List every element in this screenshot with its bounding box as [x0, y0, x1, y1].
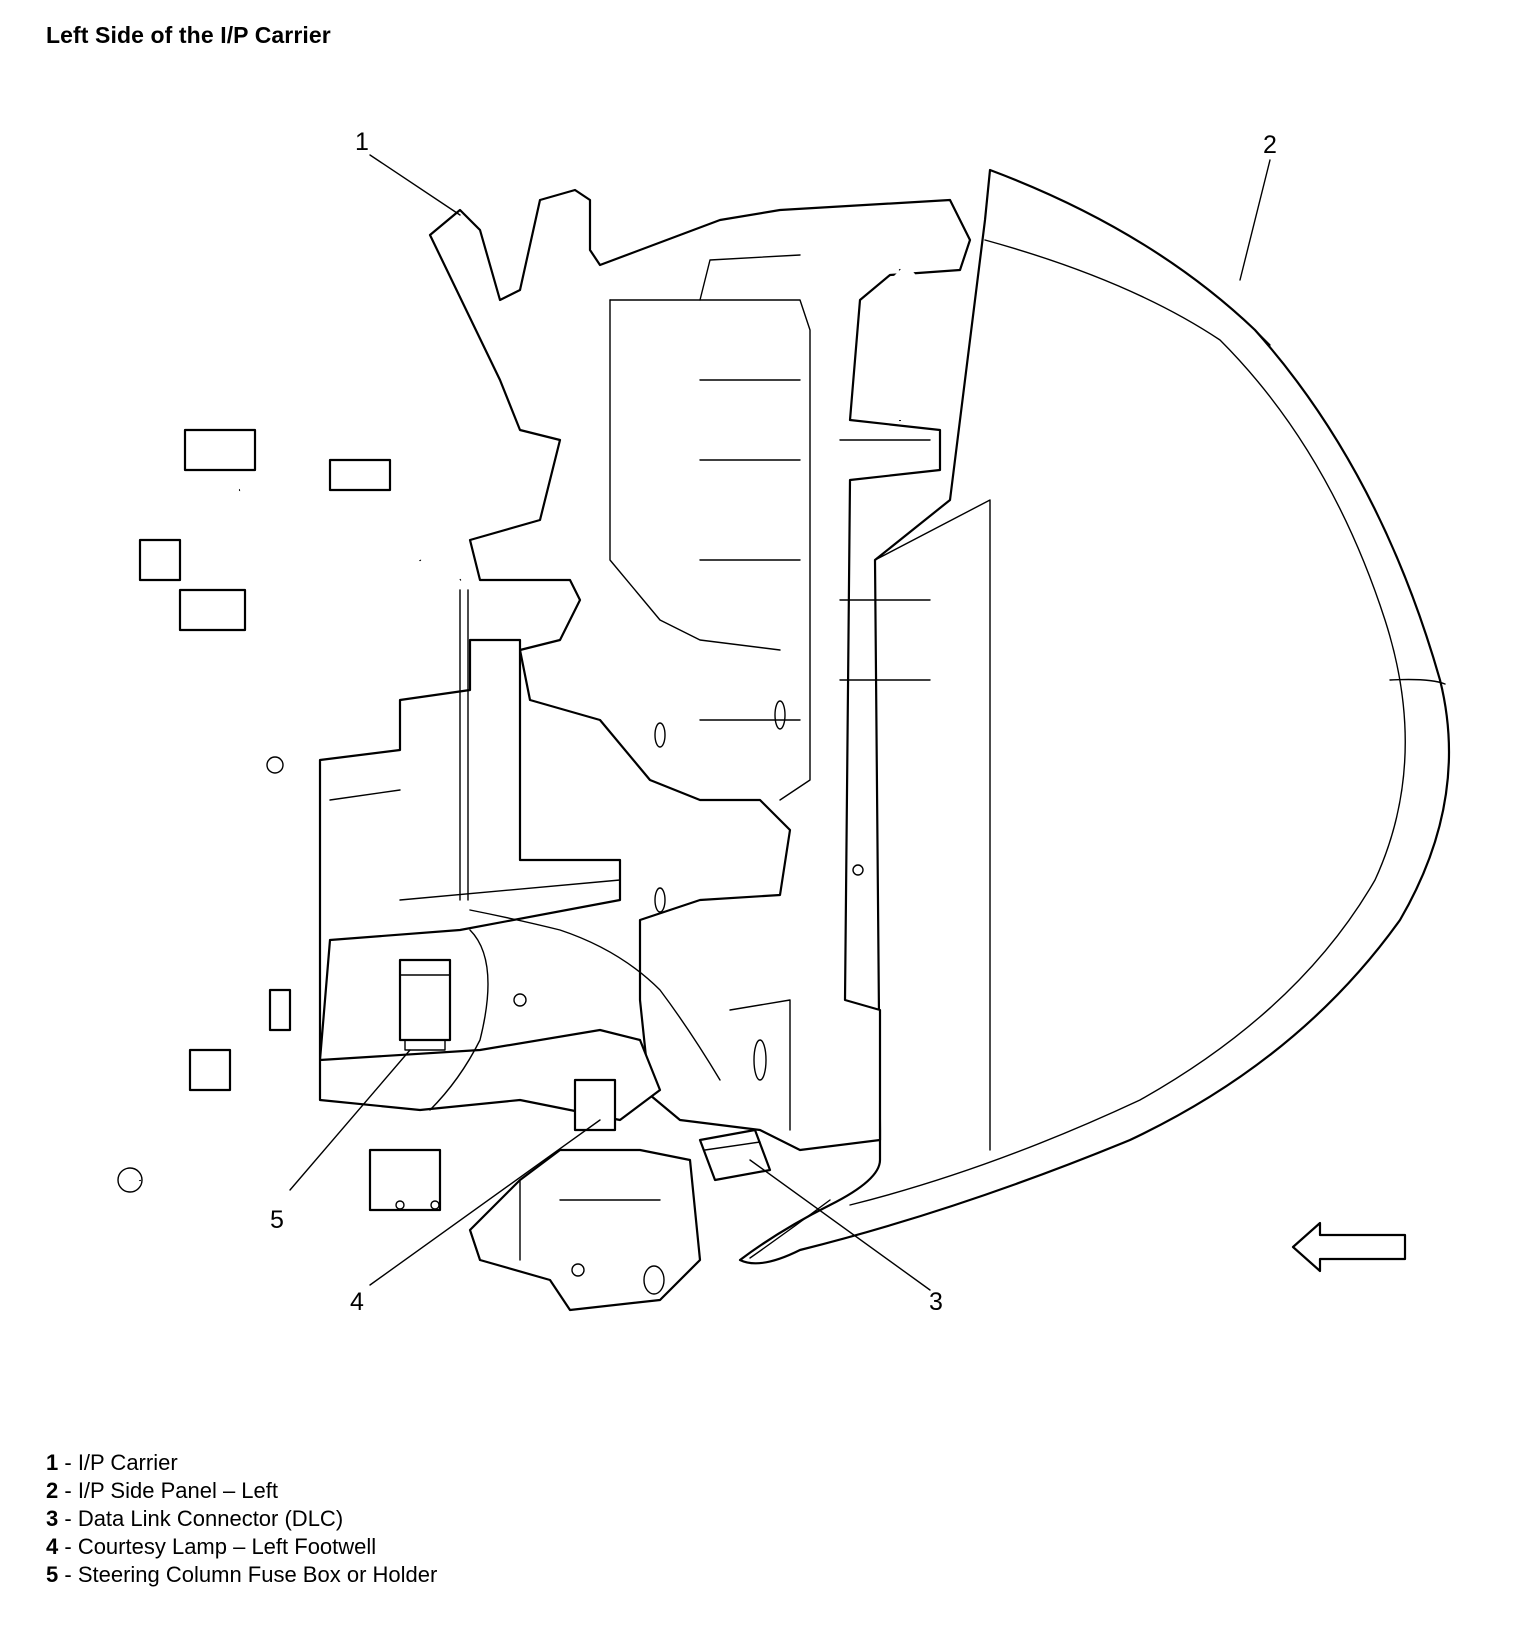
legend-separator: -: [58, 1534, 78, 1559]
legend-text: I/P Carrier: [77, 1450, 178, 1475]
callout-3: 3: [929, 1288, 943, 1316]
callout-5: 5: [270, 1206, 284, 1234]
legend-number: 2: [46, 1478, 59, 1503]
legend-separator: -: [58, 1506, 78, 1531]
legend-number: 4: [46, 1534, 59, 1559]
legend-text: I/P Side Panel – Left: [77, 1478, 278, 1503]
left-arrow-icon: [1291, 1221, 1407, 1273]
fuse-box-holder: [398, 958, 452, 1051]
legend-separator: -: [58, 1562, 78, 1587]
legend-number: 3: [46, 1506, 59, 1531]
courtesy-lamp-bracket: [368, 1078, 702, 1312]
legend-separator: -: [58, 1478, 78, 1503]
ip-carrier: [428, 188, 972, 1152]
legend-item: 1 - I/P Carrier: [46, 1449, 437, 1477]
leader-lines: [289, 154, 1271, 1291]
legend-text: Steering Column Fuse Box or Holder: [77, 1562, 438, 1587]
legend-item: 5 - Steering Column Fuse Box or Holder: [46, 1561, 437, 1589]
legend-separator: -: [58, 1450, 78, 1475]
ip-side-panel-left: [738, 168, 1451, 1265]
legend-item: 2 - I/P Side Panel – Left: [46, 1477, 437, 1505]
left-connectors: [138, 428, 392, 1092]
callout-2: 2: [1263, 131, 1277, 159]
callout-4: 4: [350, 1288, 364, 1316]
data-link-connector: [698, 1128, 772, 1182]
legend: 1 - I/P Carrier 2 - I/P Side Panel – Lef…: [46, 1449, 437, 1589]
legend-item: 4 - Courtesy Lamp – Left Footwell: [46, 1533, 437, 1561]
legend-number: 5: [46, 1562, 59, 1587]
wiring-harness: [117, 263, 936, 1193]
lower-housing: [266, 638, 662, 1122]
legend-number: 1: [46, 1450, 59, 1475]
figure-title: Left Side of the I/P Carrier: [46, 22, 331, 48]
legend-text: Data Link Connector (DLC): [77, 1506, 344, 1531]
callout-1: 1: [355, 128, 369, 156]
legend-item: 3 - Data Link Connector (DLC): [46, 1505, 437, 1533]
legend-text: Courtesy Lamp – Left Footwell: [77, 1534, 377, 1559]
